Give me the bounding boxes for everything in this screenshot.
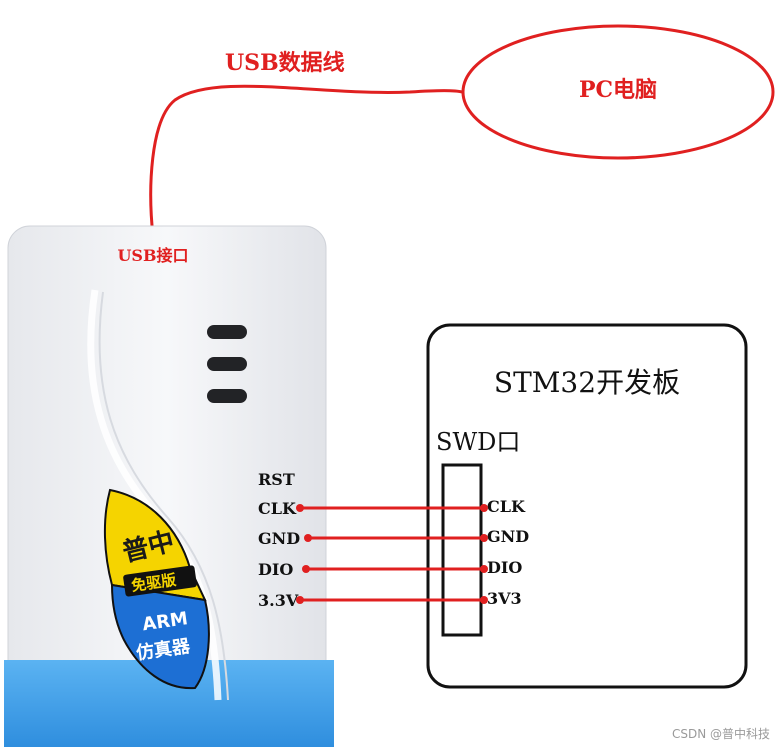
led-slot-1 bbox=[207, 325, 247, 339]
wire-3v3-dot-left bbox=[296, 596, 304, 604]
connection-wires bbox=[296, 504, 488, 604]
board-outline bbox=[426, 323, 748, 689]
board-pin-3v3: 3V3 bbox=[487, 589, 522, 608]
emulator-pin-rst: RST bbox=[258, 470, 295, 489]
badge-edition-bg bbox=[123, 565, 197, 597]
led-slot-2 bbox=[207, 357, 247, 371]
watermark: CSDN @普中科技 bbox=[672, 726, 770, 741]
emulator-pin-dio: DIO bbox=[258, 560, 293, 579]
swd-header bbox=[441, 463, 483, 637]
wire-gnd-dot-left bbox=[304, 534, 312, 542]
led-slot-3 bbox=[207, 389, 247, 403]
pc-label: PC电脑 bbox=[579, 77, 657, 103]
emulator-curve-shadow bbox=[98, 291, 229, 701]
wire-dio-dot-left bbox=[302, 565, 310, 573]
board-pin-clk: CLK bbox=[487, 497, 526, 516]
wire-gnd-dot-right bbox=[480, 534, 488, 542]
stm32-board: STM32开发板 SWD口 CLK GND DIO 3V3 bbox=[426, 323, 748, 689]
emulator-pin-clk: CLK bbox=[258, 499, 297, 518]
pc-ellipse bbox=[461, 24, 775, 160]
usb-cable-label: USB数据线 bbox=[225, 50, 345, 76]
wire-clk-dot-left bbox=[296, 504, 304, 512]
badge-blue bbox=[110, 583, 210, 690]
emulator-pin-3v3: 3.3V bbox=[258, 591, 299, 610]
emulator-pin-gnd: GND bbox=[258, 529, 300, 548]
swd-label: SWD口 bbox=[436, 428, 520, 456]
usb-port-label: USB接口 bbox=[117, 246, 188, 265]
emulator-device: 普中 免驱版 ARM 仿真器 USB接口 RST CLK GND DIO 3.3… bbox=[4, 225, 334, 747]
wire-3v3-dot-right bbox=[480, 596, 488, 604]
brand-badge: 普中 免驱版 ARM 仿真器 bbox=[103, 488, 210, 690]
wire-dio-dot-right bbox=[480, 565, 488, 573]
usb-cable bbox=[149, 84, 463, 237]
wire-clk-dot-right bbox=[480, 504, 488, 512]
board-title: STM32开发板 bbox=[494, 366, 680, 399]
board-pin-dio: DIO bbox=[487, 558, 522, 577]
board-pin-gnd: GND bbox=[487, 527, 529, 546]
